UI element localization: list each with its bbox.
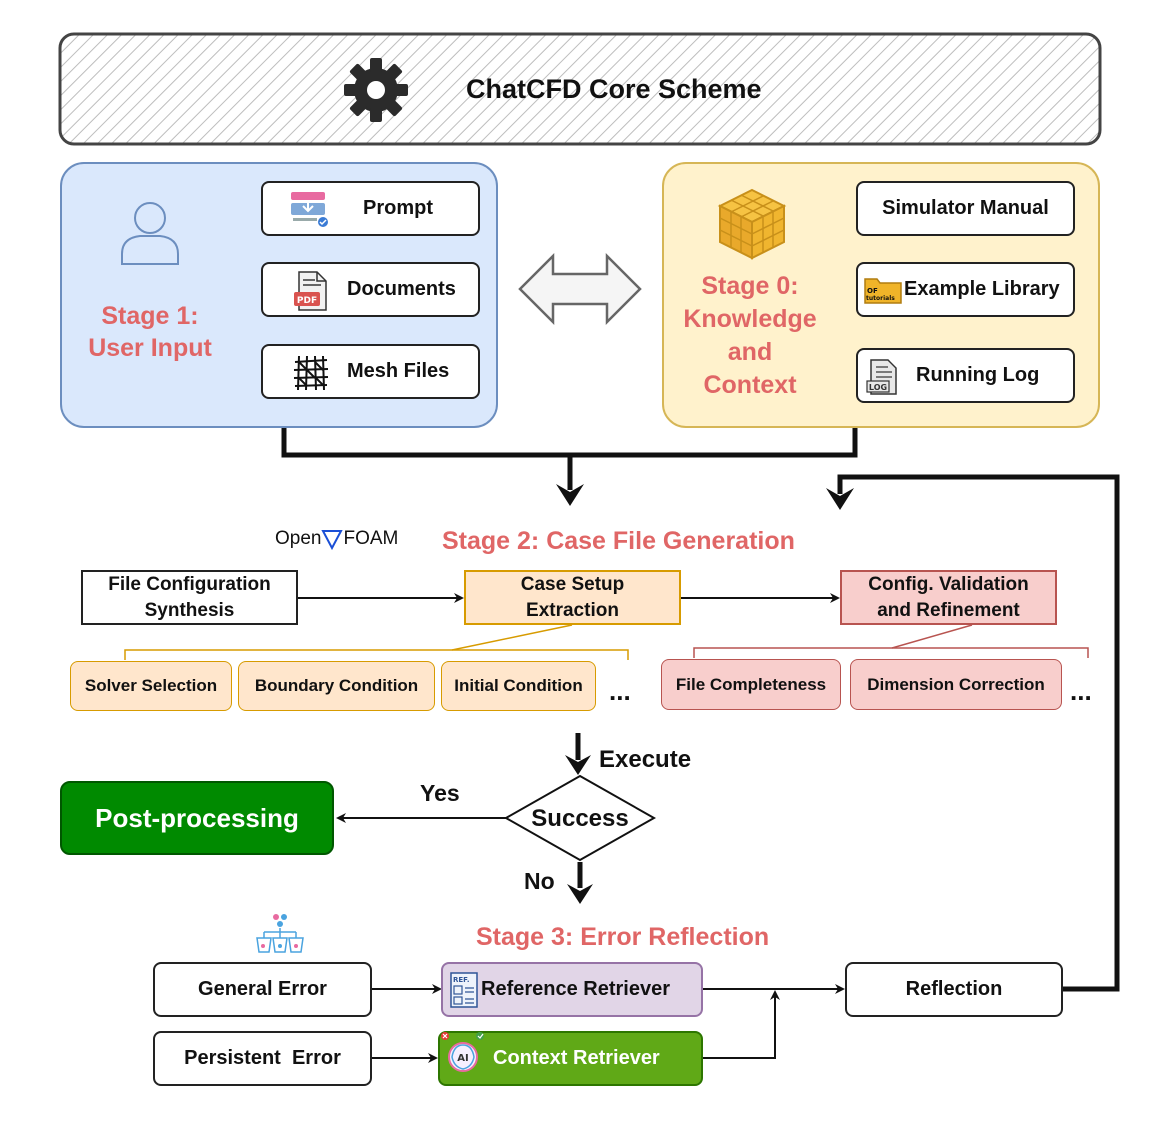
file-completeness-box: File Completeness [661,659,841,710]
validation-ellipsis: ... [1070,676,1092,706]
persistent-error-box: Persistent Error [153,1031,372,1086]
context-retriever-label: Context Retriever [493,1047,660,1069]
openfoam-nabla-icon [321,528,344,550]
reflection-label: Reflection [905,978,1003,1000]
user-icon [118,198,182,268]
openfoam-left: Open [275,528,322,549]
log-tag: LOG [869,383,887,392]
extraction-box: Case Setup Extraction [464,570,681,625]
stage2-title: Stage 2: Case File Generation [442,527,795,555]
title-banner-fill [58,32,1102,146]
initial-condition-label: Initial Condition [454,676,583,695]
synthesis-line1: File Configuration [108,573,271,595]
cube-icon [716,186,788,262]
simulator-manual-box: Simulator Manual [856,181,1075,236]
stage0-title-line3: and [727,338,773,366]
decision-diamond [503,774,657,862]
simulator-manual-label: Simulator Manual [882,197,1049,219]
synthesis-line2: Synthesis [144,599,235,621]
pdf-tag: PDF [297,296,317,306]
boundary-condition-box: Boundary Condition [238,661,435,711]
mesh-files-box: Mesh Files [261,344,480,399]
mesh-files-label: Mesh Files [347,360,450,382]
stage1-title-line1: Stage 1: [101,302,199,330]
extraction-line1: Case Setup [520,573,625,595]
running-log-label: Running Log [916,364,1040,386]
file-completeness-label: File Completeness [675,674,827,694]
hierarchy-icon [256,912,304,954]
prompt-box: Prompt [261,181,480,236]
stage0-title-line1: Stage 0: [701,272,799,300]
initial-condition-box: Initial Condition [441,661,596,711]
running-log-box: LOG Running Log [856,348,1075,403]
openfoam-right: FOAM [343,528,399,549]
reference-retriever-box: REF. Reference Retriever [441,962,703,1017]
general-error-label: General Error [198,978,327,1000]
boundary-condition-label: Boundary Condition [254,676,419,695]
extraction-line2: Extraction [526,599,619,621]
no-label: No [524,868,555,894]
persistent-error-label: Persistent Error [184,1047,341,1069]
synthesis-box: File Configuration Synthesis [81,570,298,625]
folder-icon: OF tutorials [864,275,902,305]
merge-line [281,428,858,458]
reflection-box: Reflection [845,962,1063,1017]
ai-brain-icon: AI [440,1031,486,1077]
feedback-loop [837,474,1120,992]
prompt-icon [289,190,329,228]
title-banner: ChatCFD Core Scheme [60,34,1100,144]
pdf-icon: PDF [293,270,329,312]
stage0-title-line4: Context [703,371,797,399]
dimension-correction-label: Dimension Correction [867,674,1045,694]
extraction-ellipsis: ... [609,676,631,706]
ai-tag: AI [457,1053,468,1064]
validation-line2: and Refinement [877,599,1020,621]
openfoam-logo: Open FOAM [275,528,398,550]
decision-label: Success [531,805,629,832]
mesh-icon [291,354,331,392]
stage3-title: Stage 3: Error Reflection [476,923,770,951]
example-library-label: Example Library [904,278,1060,300]
context-retriever-box: AI Context Retriever [438,1031,703,1086]
dimension-correction-box: Dimension Correction [850,659,1062,710]
validation-box: Config. Validation and Refinement [840,570,1057,625]
solver-selection-box: Solver Selection [70,661,232,711]
double-arrow-icon [517,252,643,326]
ref-tag: REF. [453,976,470,984]
gear-icon [342,56,410,124]
documents-label: Documents [347,278,456,300]
stage1-title-line2: User Input [88,334,212,362]
of-tag-line1: OF [867,287,878,295]
example-library-box: OF tutorials Example Library [856,262,1075,317]
reference-retriever-label: Reference Retriever [481,978,670,1000]
post-processing-box: Post-processing [60,781,334,855]
page-title: ChatCFD Core Scheme [466,74,762,104]
post-processing-label: Post-processing [95,802,299,833]
stage0-title-line2: Knowledge [683,305,817,333]
log-icon: LOG [866,358,900,396]
validation-line1: Config. Validation [868,573,1029,595]
solver-selection-label: Solver Selection [84,676,218,695]
prompt-label: Prompt [363,197,433,219]
documents-box: PDF Documents [261,262,480,317]
execute-label: Execute [599,746,692,773]
of-tag-line2: tutorials [866,295,895,302]
general-error-box: General Error [153,962,372,1017]
yes-label: Yes [420,780,460,806]
reference-icon: REF. [449,971,479,1009]
